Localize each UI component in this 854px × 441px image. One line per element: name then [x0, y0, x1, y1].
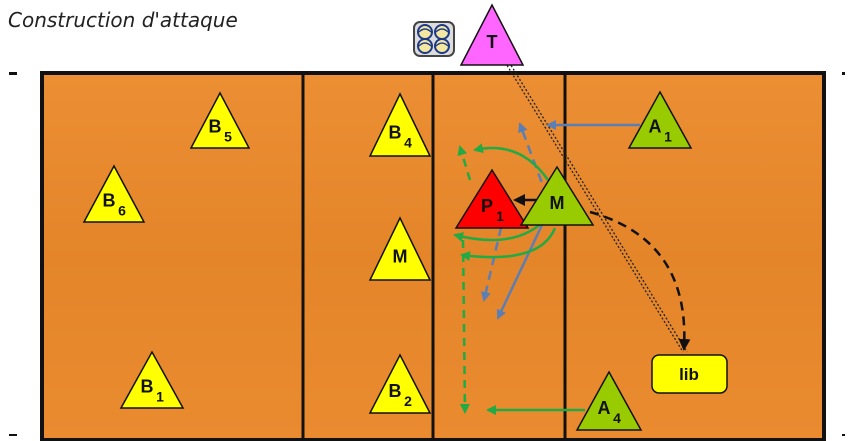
player-triangle: [368, 216, 432, 281]
player-label: B: [389, 381, 402, 401]
lib-box: lib: [651, 354, 728, 394]
player-subscript: 1: [156, 388, 164, 404]
player-triangle: [454, 168, 530, 229]
player-triangle: [627, 90, 693, 149]
side-mark-right-top: [842, 72, 845, 75]
volleyball-basket-icon: [413, 21, 455, 57]
player-subscript: 4: [404, 135, 412, 151]
player-label: B: [389, 123, 402, 143]
player-triangle: [82, 164, 146, 223]
player-label: T: [487, 32, 498, 52]
player-triangle: [189, 91, 251, 149]
player-label: P: [481, 196, 493, 216]
player-T: T: [459, 3, 525, 66]
player-label: M: [550, 193, 565, 213]
coach-to-lib-line: [504, 61, 688, 353]
player-subscript: 6: [118, 202, 126, 218]
player-triangle: [575, 370, 643, 431]
player-triangle: [459, 3, 525, 66]
player-label: A: [649, 116, 662, 136]
player-subscript: 1: [664, 128, 672, 144]
player-label: A: [598, 398, 611, 418]
player-label: B: [209, 117, 222, 137]
player-subscript: 5: [224, 129, 232, 145]
player-triangle: [368, 92, 432, 157]
side-mark-right-bottom: [842, 434, 845, 436]
side-mark-left-top: [9, 72, 17, 75]
green-arrows: [453, 143, 585, 415]
player-subscript: 1: [496, 208, 504, 224]
player-subscript: 4: [613, 410, 621, 426]
player-label: B: [103, 190, 116, 210]
player-triangle: [519, 165, 595, 226]
player-subscript: 2: [404, 393, 412, 409]
player-label: B: [141, 376, 154, 396]
player-Mleft: M: [368, 216, 432, 281]
diagram-title: Construction d'attaque: [8, 8, 238, 32]
player-label: M: [393, 247, 408, 267]
lib-label: lib: [679, 365, 699, 384]
side-mark-left-bottom: [9, 434, 17, 436]
player-Mright: M: [519, 165, 595, 226]
player-triangle: [119, 350, 185, 409]
player-triangle: [368, 353, 432, 414]
